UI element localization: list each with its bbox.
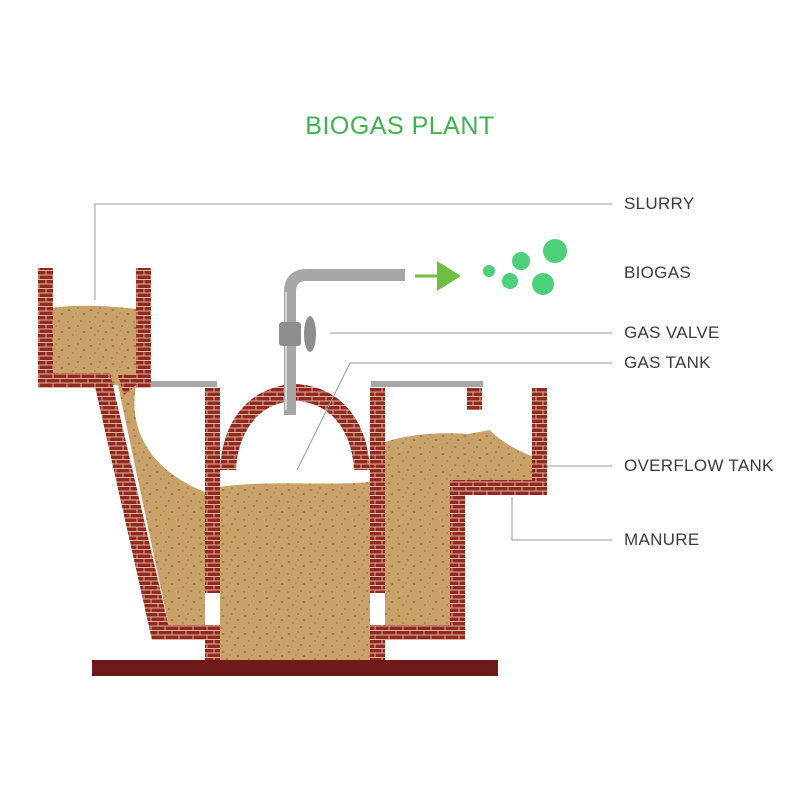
leader-manure — [511, 497, 612, 541]
slurry-digester — [220, 482, 370, 660]
inlet-bottom-wall — [38, 373, 100, 388]
overflow-right-wall — [532, 388, 547, 495]
leader-gas-tank — [296, 362, 612, 471]
label-overflow-tank: OVERFLOW TANK — [624, 456, 774, 475]
label-gas-valve: GAS VALVE — [624, 323, 720, 342]
outlet-step-floor — [450, 480, 547, 495]
gas-pipe — [284, 269, 405, 415]
digester-right-wall — [370, 388, 385, 593]
digester-left-wall — [205, 388, 220, 593]
digester-bottom-left — [152, 625, 220, 640]
label-manure: MANURE — [624, 530, 700, 549]
chute-outer-wall — [92, 373, 170, 640]
base-right-leg — [370, 625, 385, 660]
base-left-leg — [205, 625, 220, 660]
inlet-right-wall — [136, 268, 151, 388]
gas-bubble — [512, 252, 530, 270]
right-cover-plate — [371, 381, 483, 387]
gas-tank-dome — [220, 384, 370, 470]
diagram-title: BIOGAS PLANT — [305, 112, 495, 140]
digester-bottom-right — [370, 625, 465, 640]
left-cover-plate — [151, 381, 217, 387]
label-slurry: SLURRY — [624, 194, 695, 213]
gas-bubble — [543, 239, 567, 263]
gas-valve-body — [279, 322, 301, 346]
slurry-inlet — [52, 305, 205, 632]
label-gas-tank: GAS TANK — [624, 353, 711, 372]
chute-inner-wall — [118, 375, 136, 395]
gas-bubble — [483, 265, 495, 277]
label-biogas: BIOGAS — [624, 263, 691, 282]
inlet-left-wall — [38, 268, 53, 388]
overflow-left-wall — [467, 388, 482, 410]
gas-bubble — [532, 273, 554, 295]
leader-slurry — [94, 203, 612, 300]
gas-bubble — [502, 273, 518, 289]
slurry-outlet — [385, 430, 532, 632]
gas-valve-handle — [304, 316, 316, 352]
outlet-right-wall — [450, 480, 465, 640]
ground-base — [92, 660, 498, 676]
